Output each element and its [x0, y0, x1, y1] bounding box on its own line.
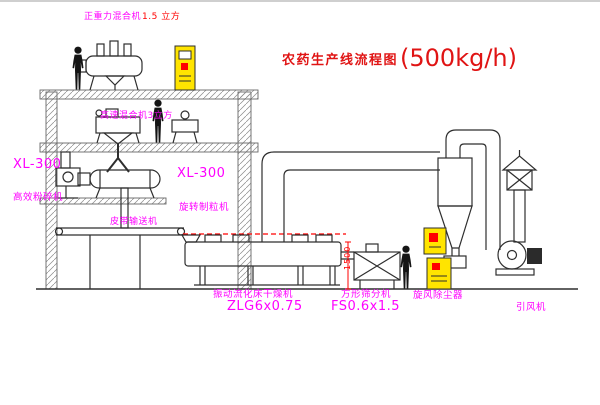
floor2-machine — [171, 110, 199, 144]
control-panel-small — [423, 227, 447, 255]
crusher-model-label: XL-300 — [13, 157, 62, 172]
fluid-bed-dryer — [180, 234, 354, 286]
high-speed-mixer — [95, 108, 141, 145]
exhaust-duct — [261, 151, 440, 242]
dryer-name-label: 振动流化床干燥机 — [213, 289, 294, 300]
crusher-name-label: 高效粉碎机 — [13, 192, 64, 203]
granulator-model-label: XL-300 — [177, 166, 226, 181]
building-frame — [39, 89, 259, 290]
square-sieve — [353, 243, 401, 289]
induced-draft-fan — [495, 150, 542, 276]
high-speed-mixer-label: 高速混合机3立方 — [100, 111, 173, 121]
person-second-floor — [152, 99, 164, 143]
person-top-floor — [72, 46, 84, 90]
diagram-title-text: 农药生产线流程图 — [282, 52, 399, 68]
dimension-line-1500 — [345, 241, 351, 290]
sieve-model-label: FS0.6x1.5 — [331, 299, 401, 314]
diagram-title: 农药生产线流程图 (500kg/h) — [282, 44, 517, 72]
control-cabinet-right — [426, 257, 452, 290]
gravity-mixer-size: 1.5 立方 — [142, 12, 181, 22]
cyclone-separator — [437, 129, 501, 269]
sieve-name-label: 方形筛分机 — [341, 289, 392, 300]
gravity-mixer — [75, 40, 143, 91]
person-ground — [400, 245, 412, 289]
dryer-model-label: ZLG6x0.75 — [227, 299, 303, 314]
belt-conveyor-label: 皮带输送机 — [110, 217, 158, 227]
diagram-title-capacity: (500kg/h) — [400, 44, 517, 72]
granulator-name-label: 旋转制粒机 — [179, 202, 230, 213]
fan-label: 引风机 — [516, 302, 547, 313]
sieve-height-dimension: 1500 — [343, 245, 352, 270]
gravity-mixer-label: 正重力混合机1.5 立方 — [84, 13, 181, 22]
gravity-mixer-name: 正重力混合机 — [84, 12, 142, 22]
cyclone-label: 旋风除尘器 — [413, 290, 464, 301]
belt-conveyor — [54, 227, 186, 289]
control-cabinet-top — [174, 45, 196, 91]
crusher — [55, 151, 81, 199]
